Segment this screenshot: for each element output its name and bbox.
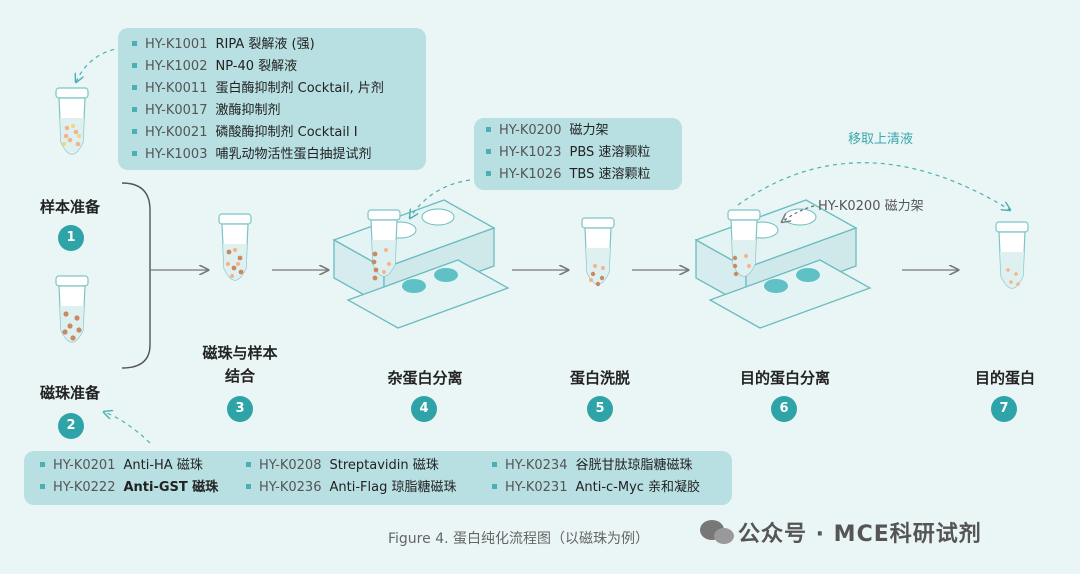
step-label-4: 杂蛋白分离 (387, 369, 463, 387)
step-label-2: 磁珠准备 (39, 384, 100, 402)
magnetic-rack-6 (695, 199, 871, 329)
target-protein-tube (995, 221, 1029, 289)
bullet-icon (492, 462, 497, 467)
bullet-icon (40, 462, 45, 467)
bullet-icon (40, 484, 45, 489)
bullet-icon (486, 149, 491, 154)
elution-tube (581, 217, 615, 287)
step-label-1: 样本准备 (39, 198, 100, 216)
bullet-icon (132, 151, 137, 156)
bullet-icon (246, 484, 251, 489)
step-label-3-line1: 磁珠与样本 (202, 344, 278, 362)
bullet-icon (492, 484, 497, 489)
bullet-icon (486, 127, 491, 132)
bullet-icon (132, 41, 137, 46)
step-number-5: 5 (587, 396, 613, 422)
step-number-2: 2 (58, 413, 84, 439)
step-number-1: 1 (58, 225, 84, 251)
step-label-5: 蛋白洗脱 (569, 369, 630, 387)
bullet-icon (486, 171, 491, 176)
step-label-3-line2: 结合 (224, 367, 255, 385)
step-number-6: 6 (771, 396, 797, 422)
figure-caption: Figure 4. 蛋白纯化流程图（以磁珠为例） (388, 531, 650, 547)
bullet-icon (132, 107, 137, 112)
step-number-4: 4 (411, 396, 437, 422)
watermark: 公众号 · MCE科研试剂 (738, 522, 982, 547)
bullet-icon (132, 85, 137, 90)
sample-tube (55, 87, 89, 155)
wechat-icon (700, 520, 734, 544)
bullet-icon (132, 63, 137, 68)
magnetic-rack-4 (333, 199, 509, 329)
binding-tube (218, 213, 252, 281)
bullet-icon (246, 462, 251, 467)
rack-tube-6 (727, 209, 761, 277)
rack-tube-4 (367, 209, 401, 281)
bead-tube (55, 275, 89, 343)
rack-annotation: HY-K0200 磁力架 (818, 199, 924, 214)
supernatant-annotation: 移取上清液 (848, 132, 914, 147)
step-number-7: 7 (991, 396, 1017, 422)
step-number-3: 3 (227, 396, 253, 422)
step-label-6: 目的蛋白分离 (739, 369, 830, 387)
bullet-icon (132, 129, 137, 134)
step-label-7: 目的蛋白 (974, 369, 1035, 387)
